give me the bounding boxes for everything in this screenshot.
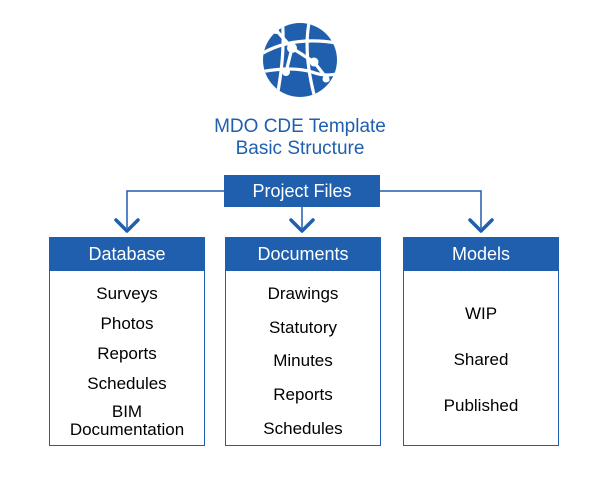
arrow-head-documents [289,218,315,233]
documents-item-statutory: Statutory [268,318,338,337]
root-node-project-files: Project Files [224,175,380,207]
diagram-title-line-1: MDO CDE Template [214,116,386,137]
connector-database [126,190,224,228]
arrow-head-database [114,218,140,233]
node-database: Database Surveys Photos Reports Schedule… [49,237,205,446]
documents-item-minutes: Minutes [273,351,333,370]
database-item-surveys: Surveys [96,284,158,303]
arrow-head-models [468,218,494,233]
database-item-photos: Photos [100,314,154,333]
root-node-label: Project Files [252,181,352,201]
models-item-shared: Shared [453,350,509,369]
network-globe-icon [263,23,337,97]
documents-item-reports: Reports [273,385,333,404]
node-models: Models WIP Shared Published [403,237,559,446]
node-models-header: Models [404,238,558,271]
node-documents: Documents Drawings Statutory Minutes Rep… [225,237,381,446]
node-database-header: Database [50,238,204,271]
node-documents-header: Documents [226,238,380,271]
models-item-wip: WIP [464,304,498,323]
database-item-bim-documentation: BIM Documentation [69,402,185,439]
models-item-published: Published [443,396,519,415]
documents-item-drawings: Drawings [267,284,339,303]
database-item-reports: Reports [97,344,157,363]
diagram-title-line-2: Basic Structure [235,138,365,159]
connector-models [380,190,482,228]
documents-item-schedules: Schedules [263,419,343,438]
database-item-schedules: Schedules [87,374,167,393]
